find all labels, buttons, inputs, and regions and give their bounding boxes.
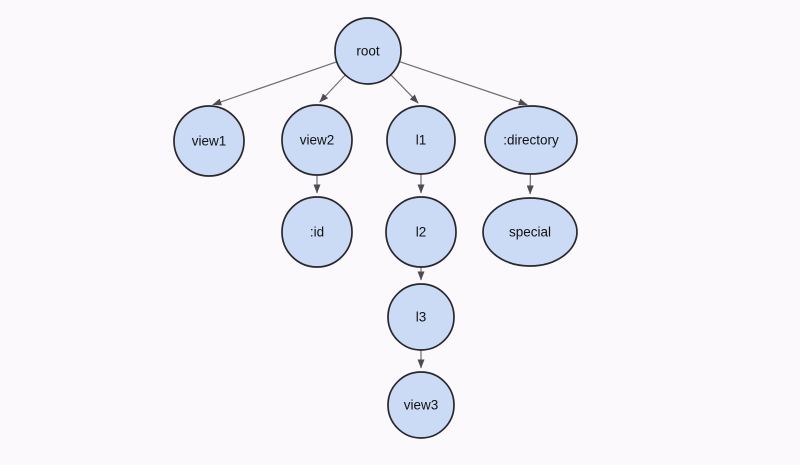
node-view2 xyxy=(281,104,353,176)
node-directory xyxy=(484,105,578,175)
node-l3 xyxy=(387,283,455,351)
node-label-id: :id xyxy=(310,225,324,240)
node-label-directory: :directory xyxy=(503,133,559,148)
edge-root-view1 xyxy=(212,61,337,106)
node-view3 xyxy=(387,371,455,439)
node-view1 xyxy=(173,105,245,177)
edge-root-directory xyxy=(399,61,528,106)
node-label-l3: l3 xyxy=(416,310,427,325)
edge-root-l1 xyxy=(390,74,419,104)
edge-root-view2 xyxy=(319,74,346,103)
node-label-view2: view2 xyxy=(300,133,335,148)
node-label-l2: l2 xyxy=(416,225,427,240)
node-id xyxy=(281,196,353,268)
nodes-layer: root view1 view2 l1 :directory :id l2 special l3… xyxy=(173,17,578,439)
node-label-l1: l1 xyxy=(416,133,427,148)
node-label-root: root xyxy=(356,44,380,59)
node-label-view3: view3 xyxy=(404,398,439,413)
edges-layer xyxy=(212,61,534,369)
node-label-special: special xyxy=(509,225,551,240)
node-l2 xyxy=(385,196,457,268)
node-root xyxy=(334,17,402,85)
node-l1 xyxy=(386,105,456,175)
node-label-view1: view1 xyxy=(192,134,227,149)
node-special xyxy=(482,197,578,267)
